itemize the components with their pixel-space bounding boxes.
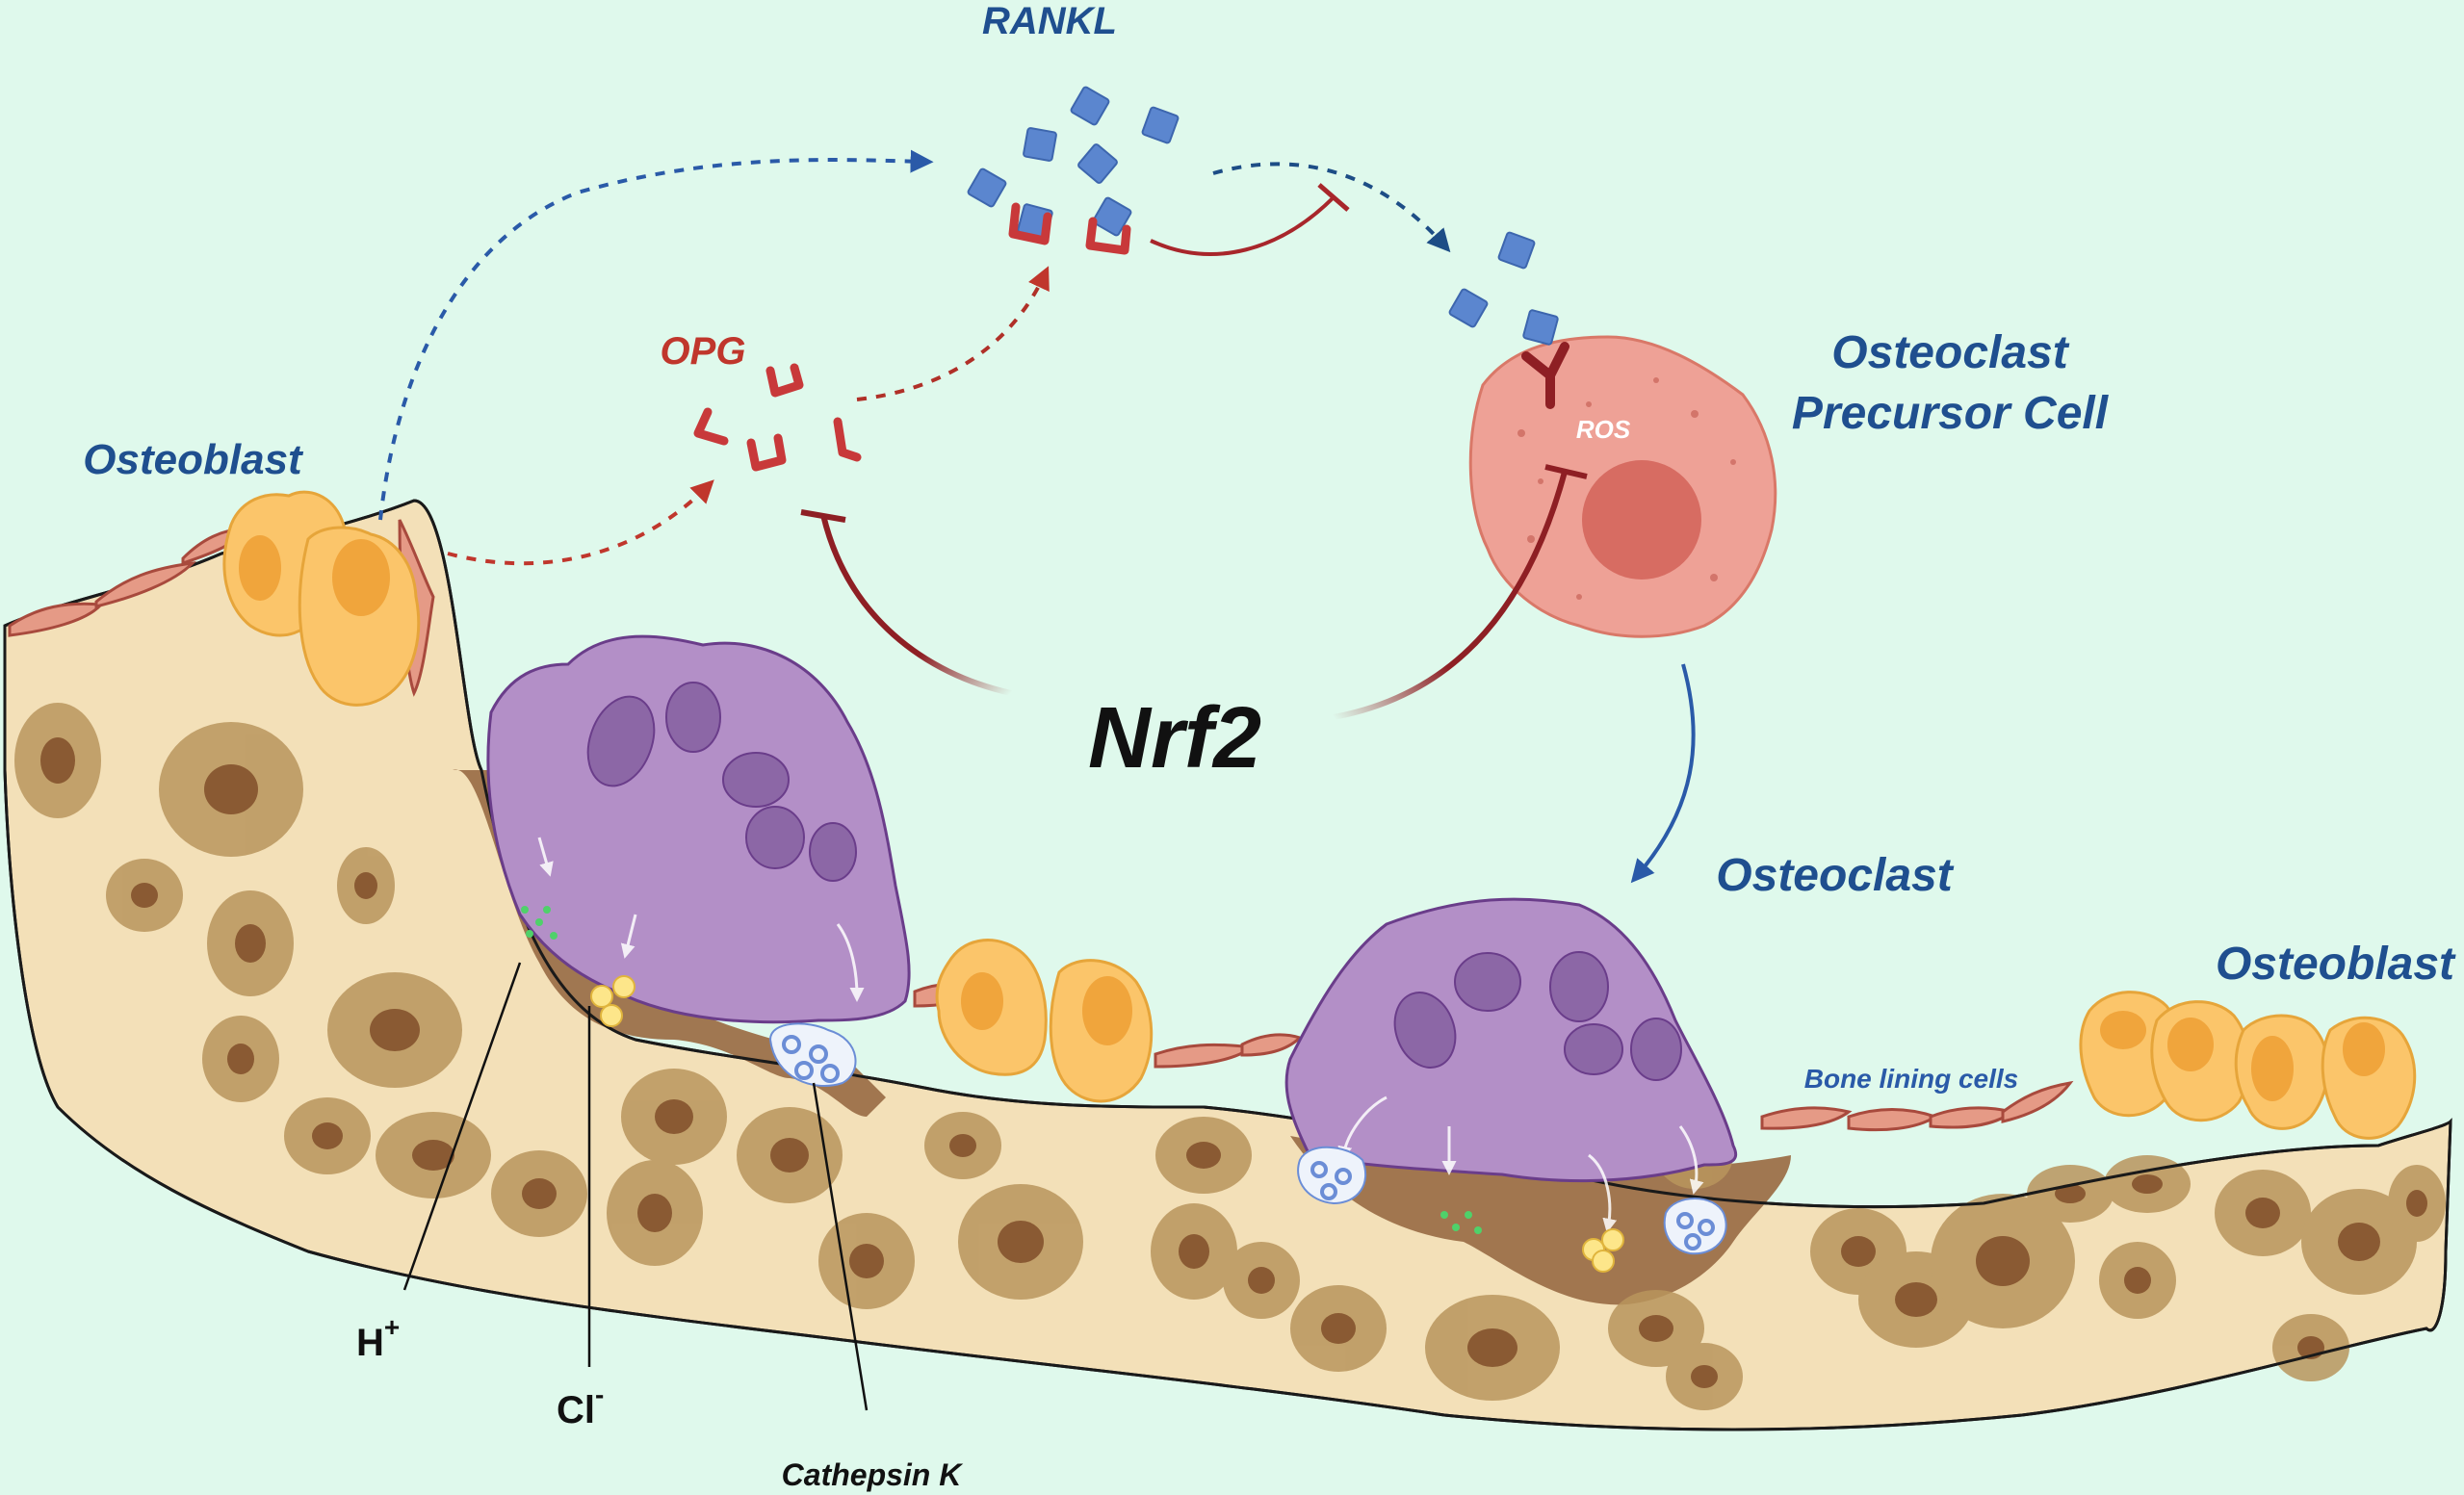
opg-receptors bbox=[693, 202, 1131, 472]
osteoclast-label: Osteoclast bbox=[1716, 850, 1954, 901]
cathepsin-k-vesicles bbox=[768, 1022, 1727, 1255]
rankl-squares bbox=[967, 86, 1559, 346]
chloride-dots bbox=[590, 975, 1624, 1273]
osteoblast-cluster-middle bbox=[935, 939, 1154, 1103]
ros-label: ROS bbox=[1576, 415, 1631, 444]
osteoblast-left-label: Osteoblast bbox=[83, 436, 304, 483]
inhibition-lines bbox=[800, 183, 1588, 720]
proton-dots bbox=[521, 906, 1482, 1234]
precursor-label-line1: Osteoclast bbox=[1831, 327, 2069, 378]
opg-label: OPG bbox=[661, 330, 746, 373]
cl-minus-label: Cl- bbox=[557, 1379, 604, 1431]
bone-matrix bbox=[3, 499, 2452, 1431]
rank-receptor bbox=[1521, 342, 1569, 409]
osteoclast-precursor-cell bbox=[1468, 335, 1777, 638]
bone-lining-cells bbox=[8, 519, 2074, 1132]
bone-lining-cells-label: Bone lining cells bbox=[1804, 1064, 2018, 1094]
osteoblast-cluster-left bbox=[222, 490, 421, 707]
precursor-label-line2: Precursor Cell bbox=[1792, 388, 2110, 439]
signal-arrows bbox=[378, 149, 1696, 884]
osteoclast-left bbox=[486, 634, 911, 1024]
osteoblast-right-label: Osteoblast bbox=[2216, 939, 2456, 990]
nrf2-label: Nrf2 bbox=[1088, 690, 1261, 786]
osteoclast-right bbox=[1284, 897, 1737, 1233]
cathepsin-k-label: Cathepsin K bbox=[782, 1457, 965, 1492]
rankl-label: RANKL bbox=[982, 0, 1117, 42]
callout-lines bbox=[402, 962, 869, 1411]
h-plus-label: H+ bbox=[356, 1312, 400, 1364]
osteoblast-cluster-right bbox=[2079, 991, 2417, 1140]
